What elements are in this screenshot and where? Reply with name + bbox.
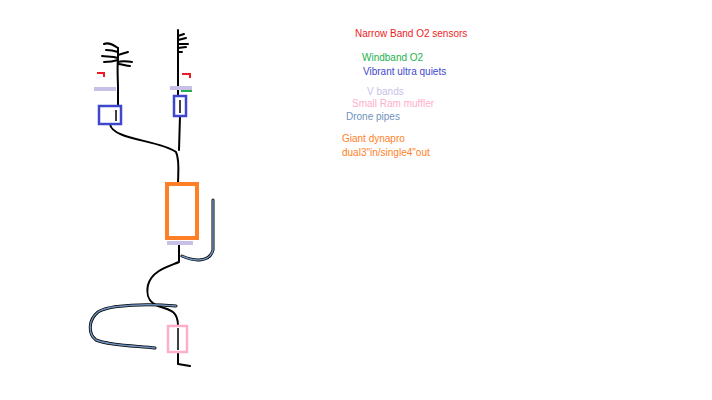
legend-entry: Narrow Band O2 sensors [355,27,467,41]
vibrant-ultra-quiets [99,96,186,124]
legend-entry: V bands [367,85,404,99]
legend-text: Small Ram muffler [352,98,434,109]
legend-text: Giant dynapro dual3"in/single4"out [342,133,430,158]
ram-muffler [168,326,187,352]
dynapro-muffler [167,184,197,238]
legend-text: Windband O2 [362,52,423,63]
legend-text: Drone pipes [346,111,400,122]
wideband-o2 [181,90,192,92]
legend-entry: Small Ram muffler [352,97,434,111]
legend-text: Vibrant ultra quiets [363,66,446,77]
legend-text: V bands [367,86,404,97]
pipe-through [116,100,180,121]
legend-text: Narrow Band O2 sensors [355,28,467,39]
legend-entry: Giant dynapro dual3"in/single4"out [342,132,462,160]
pipe-through [177,328,179,350]
narrow-band-o2 [97,73,190,78]
legend-entry: Vibrant ultra quiets [363,65,446,79]
legend-entry: Windband O2 [362,51,423,65]
legend-entry: Drone pipes [346,110,400,124]
